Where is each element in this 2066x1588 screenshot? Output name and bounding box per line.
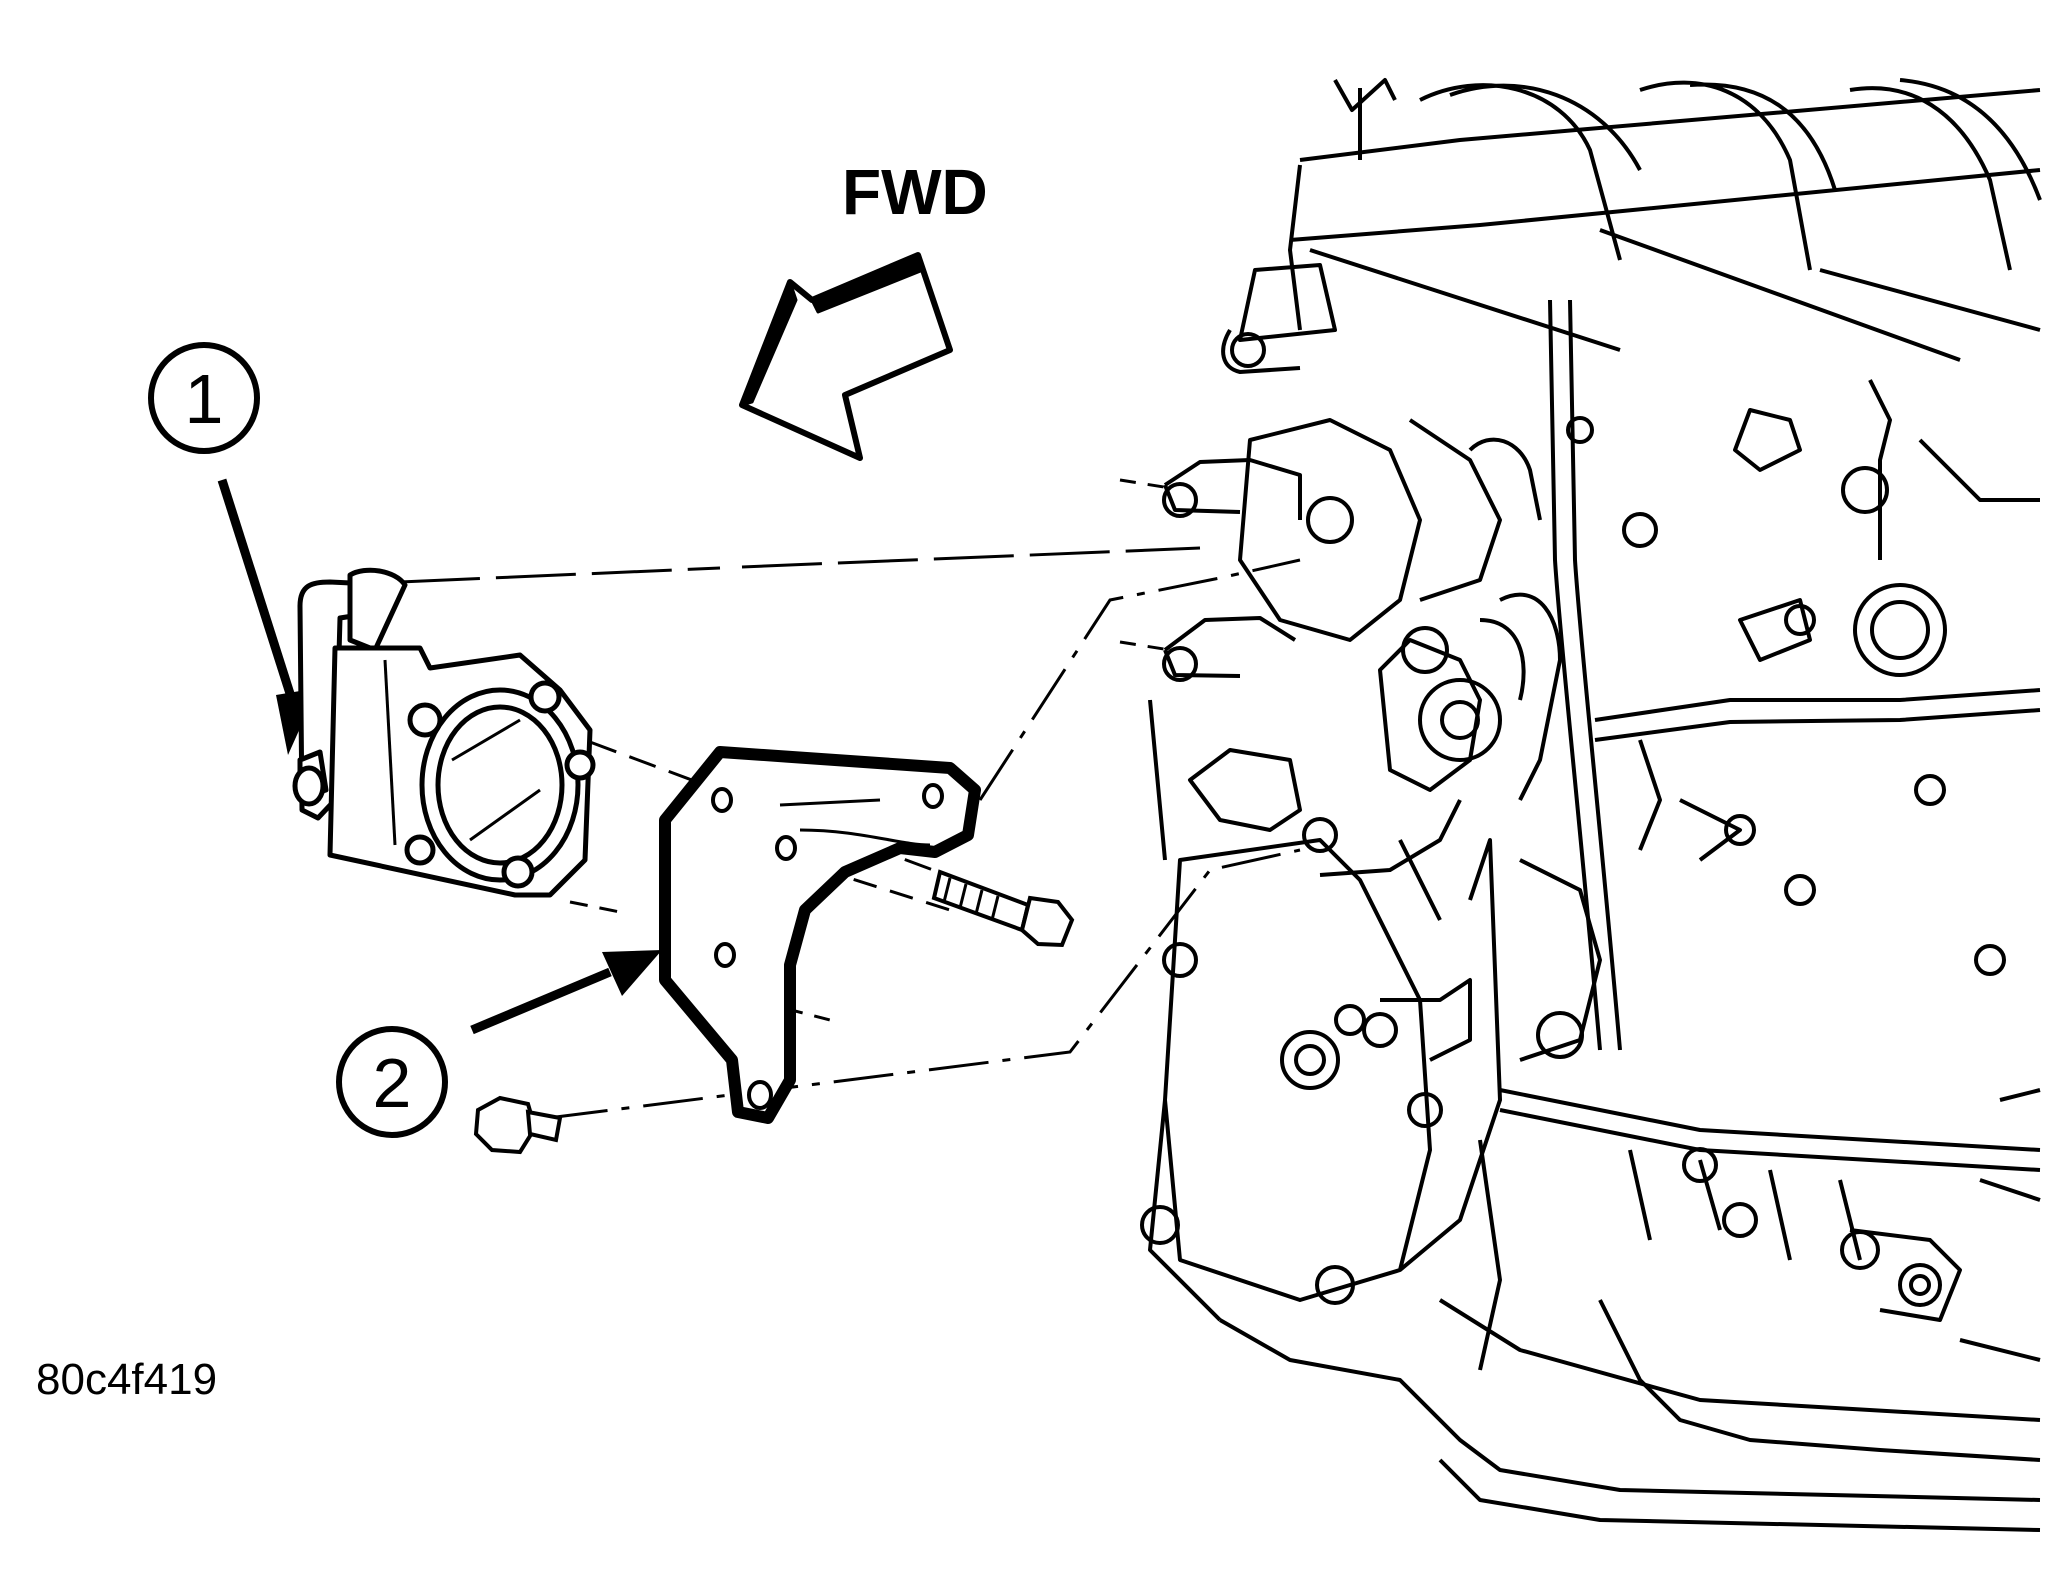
engine-assembly (1140, 78, 2042, 1532)
figure-id: 80c4f419 (36, 1355, 217, 1404)
callout-1: 1 (148, 342, 260, 454)
callout-1-number: 1 (185, 360, 224, 438)
callout-2-number: 2 (373, 1044, 412, 1122)
callout-2-leader-arrow (470, 950, 662, 1035)
long-bolt (931, 869, 1075, 948)
fwd-label: FWD (842, 156, 988, 228)
fwd-arrow (739, 252, 953, 461)
support-bracket (659, 746, 981, 1124)
callout-2: 2 (336, 1026, 448, 1138)
short-bolt (473, 1095, 563, 1155)
throttle-body (292, 567, 596, 898)
